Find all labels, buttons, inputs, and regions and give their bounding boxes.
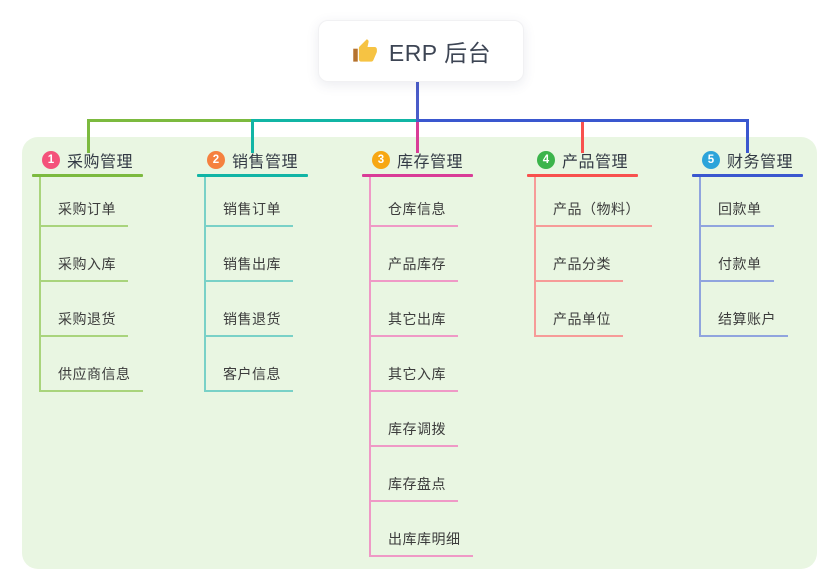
child-node[interactable]: 销售订单 <box>206 177 293 227</box>
child-node[interactable]: 库存盘点 <box>371 447 458 502</box>
child-node[interactable]: 采购入库 <box>41 227 128 282</box>
child-node[interactable]: 采购退货 <box>41 282 128 337</box>
children-sales: 销售订单 销售出库 销售退货 客户信息 <box>204 177 357 392</box>
badge-3: 3 <box>372 151 390 169</box>
children-product: 产品（物料） 产品分类 产品单位 <box>534 177 687 337</box>
child-node[interactable]: 客户信息 <box>206 337 293 392</box>
connector-drop-inventory <box>416 119 419 153</box>
badge-4: 4 <box>537 151 555 169</box>
topic-label: 销售管理 <box>232 154 299 171</box>
topic-purchase[interactable]: 1 采购管理 <box>32 148 192 172</box>
child-node[interactable]: 产品单位 <box>536 282 623 337</box>
connector-drop-purchase <box>87 119 90 153</box>
child-node[interactable]: 供应商信息 <box>41 337 143 392</box>
badge-2: 2 <box>207 151 225 169</box>
child-node[interactable]: 付款单 <box>701 227 774 282</box>
topic-underline <box>197 174 308 177</box>
branch-finance: 5 财务管理 回款单 付款单 结算账户 <box>692 148 839 337</box>
branch-inventory: 3 库存管理 仓库信息 产品库存 其它出库 其它入库 库存调拨 库存盘点 出库库… <box>362 148 522 557</box>
topic-underline <box>527 174 638 177</box>
connector-bus-right-blue <box>416 119 749 122</box>
child-node[interactable]: 结算账户 <box>701 282 788 337</box>
topic-label: 库存管理 <box>397 154 464 171</box>
child-node[interactable]: 出库库明细 <box>371 502 473 557</box>
connector-drop-finance <box>746 119 749 153</box>
branch-purchase: 1 采购管理 采购订单 采购入库 采购退货 供应商信息 <box>32 148 192 392</box>
children-inventory: 仓库信息 产品库存 其它出库 其它入库 库存调拨 库存盘点 出库库明细 <box>369 177 522 557</box>
connector-drop-product <box>581 119 584 153</box>
topic-underline <box>32 174 143 177</box>
child-node[interactable]: 销售出库 <box>206 227 293 282</box>
topic-underline <box>362 174 473 177</box>
child-node[interactable]: 产品分类 <box>536 227 623 282</box>
connector-drop-sales <box>251 119 254 153</box>
panel-background <box>22 137 817 569</box>
child-node[interactable]: 销售退货 <box>206 282 293 337</box>
topic-label: 财务管理 <box>727 154 794 171</box>
topic-underline <box>692 174 803 177</box>
topic-inventory[interactable]: 3 库存管理 <box>362 148 522 172</box>
branch-sales: 2 销售管理 销售订单 销售出库 销售退货 客户信息 <box>197 148 357 392</box>
branch-product: 4 产品管理 产品（物料） 产品分类 产品单位 <box>527 148 687 337</box>
topic-label: 采购管理 <box>67 154 134 171</box>
child-node[interactable]: 产品库存 <box>371 227 458 282</box>
topic-label: 产品管理 <box>562 154 629 171</box>
connector-bus-left-teal <box>251 119 418 122</box>
badge-5: 5 <box>702 151 720 169</box>
root-node[interactable]: ERP 后台 <box>318 20 524 82</box>
thumbs-up-icon <box>353 38 377 62</box>
root-node-label: ERP 后台 <box>388 40 492 66</box>
connector-bus-left-green <box>87 119 253 122</box>
badge-1: 1 <box>42 151 60 169</box>
child-node[interactable]: 仓库信息 <box>371 177 458 227</box>
child-node[interactable]: 库存调拨 <box>371 392 458 447</box>
child-node[interactable]: 其它入库 <box>371 337 458 392</box>
topic-product[interactable]: 4 产品管理 <box>527 148 687 172</box>
child-node[interactable]: 采购订单 <box>41 177 128 227</box>
children-purchase: 采购订单 采购入库 采购退货 供应商信息 <box>39 177 192 392</box>
child-node[interactable]: 其它出库 <box>371 282 458 337</box>
topic-finance[interactable]: 5 财务管理 <box>692 148 839 172</box>
children-finance: 回款单 付款单 结算账户 <box>699 177 839 337</box>
topic-sales[interactable]: 2 销售管理 <box>197 148 357 172</box>
child-node[interactable]: 产品（物料） <box>536 177 652 227</box>
child-node[interactable]: 回款单 <box>701 177 774 227</box>
connector-root-vertical <box>416 82 419 122</box>
